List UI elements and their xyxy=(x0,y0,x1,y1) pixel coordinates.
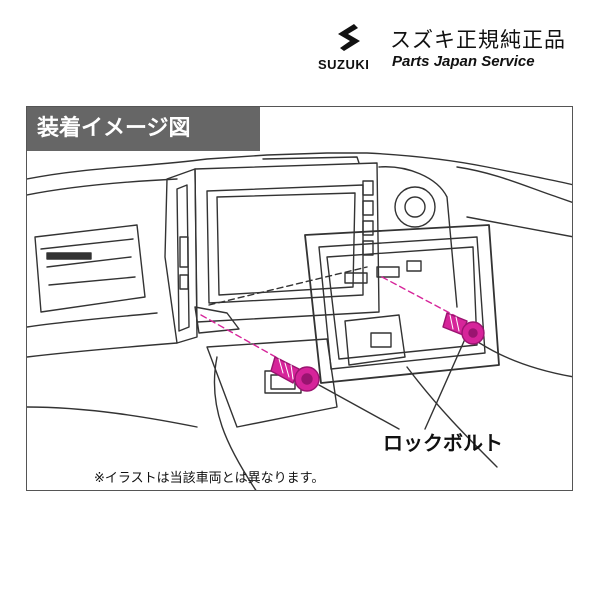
installation-diagram-panel: 装着イメージ図 ロックボルト ※イラストは当該車両とは異なります。 xyxy=(26,106,573,491)
suzuki-logo-icon: SUZUKI xyxy=(318,22,378,74)
brand-title: スズキ正規純正品 xyxy=(390,28,566,52)
panel-title: 装着イメージ図 xyxy=(27,107,260,151)
brand-header: SUZUKI スズキ正規純正品 Parts Japan Service xyxy=(318,22,576,74)
lock-bolt-callout: ロックボルト xyxy=(383,431,503,455)
brand-name: SUZUKI xyxy=(318,57,370,72)
brand-subtitle: Parts Japan Service xyxy=(392,53,535,70)
lock-bolt-right xyxy=(442,312,485,345)
dashboard-illustration xyxy=(27,152,572,490)
illustration-footnote: ※イラストは当該車両とは異なります。 xyxy=(94,471,325,486)
lock-bolt-left xyxy=(270,356,320,392)
